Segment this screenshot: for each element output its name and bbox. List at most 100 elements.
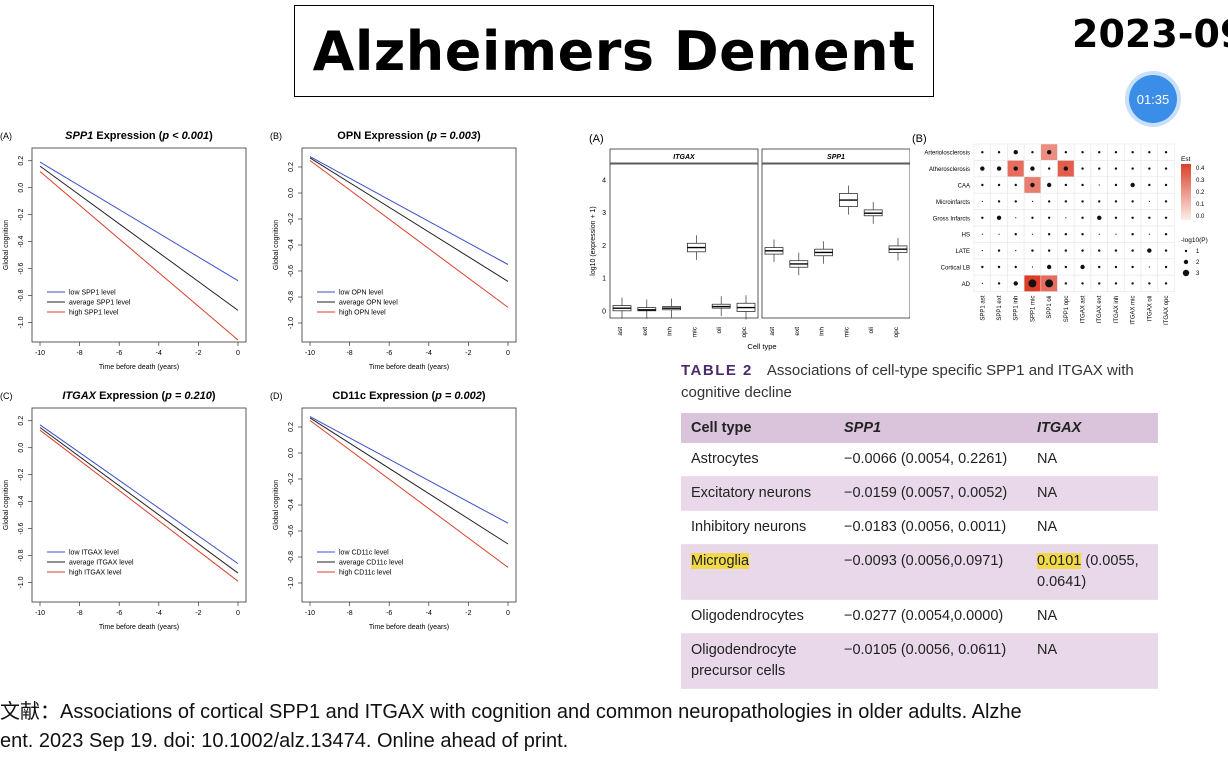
col-label: SPP1 ext <box>997 295 1003 320</box>
panel-title: CD11c Expression (p = 0.002) <box>332 390 486 402</box>
results-table: Cell type SPP1 ITGAX Astrocytes−0.0066 (… <box>681 413 1158 689</box>
dot <box>981 282 983 284</box>
y-tick-label: 0.2 <box>288 162 295 172</box>
x-axis-label: Time before death (years) <box>369 364 449 371</box>
series-line <box>309 160 509 308</box>
x-tick-label: -10 <box>305 350 315 357</box>
dot <box>981 151 984 154</box>
table-row: Excitatory neurons−0.0159 (0.0057, 0.005… <box>681 476 1158 511</box>
dot <box>980 166 985 171</box>
dot <box>1164 151 1168 154</box>
plot-frame <box>301 407 517 603</box>
dot <box>1097 215 1102 220</box>
dot <box>1114 282 1118 285</box>
dotplot-chart: (B)ArteriolosclerosisAtherosclerosisCAAM… <box>912 133 1208 325</box>
plot-frame <box>31 407 247 603</box>
x-tick-label: -6 <box>386 350 392 357</box>
legend-title: Est <box>1181 156 1191 163</box>
series-line <box>309 156 509 265</box>
dot <box>1131 167 1134 170</box>
dot <box>1164 183 1168 187</box>
dot <box>1081 282 1084 285</box>
y-tick-label: -0.8 <box>288 551 295 563</box>
dot <box>1064 265 1068 269</box>
legend-tick: 0.0 <box>1196 214 1205 220</box>
y-tick-label: 1 <box>602 276 606 283</box>
x-axis-label: Time before death (years) <box>99 624 179 631</box>
dot <box>997 151 1001 154</box>
dot <box>1098 167 1101 170</box>
line-charts: (A)SPP1 Expression (p < 0.001)-10-8-6-4-… <box>0 130 517 631</box>
legend-title: -log10(P) <box>1181 237 1208 244</box>
x-tick-label: -2 <box>465 350 471 357</box>
dot <box>997 183 1001 187</box>
panel-tag: (A) <box>0 131 12 141</box>
y-tick-label: -1.0 <box>18 316 25 328</box>
dot <box>1148 233 1150 235</box>
dot <box>1164 233 1168 236</box>
dot <box>1098 151 1101 154</box>
dot <box>981 216 984 219</box>
cell-type: Inhibitory neurons <box>681 510 834 545</box>
row-label: Arteriolosclerosis <box>924 151 970 157</box>
series-line <box>39 161 239 282</box>
y-tick-label: 0.0 <box>18 443 25 453</box>
dot <box>1098 282 1101 285</box>
dot <box>1014 183 1017 187</box>
reference-footer: 文献：Associations of cortical SPP1 and ITG… <box>0 698 1228 756</box>
dot <box>1081 200 1084 203</box>
dot <box>981 233 983 235</box>
col-label: SPP1 opc <box>1064 296 1070 323</box>
dot <box>997 200 1001 203</box>
dot <box>1031 233 1034 235</box>
y-tick-label: -0.8 <box>18 289 25 301</box>
dot <box>1014 233 1017 236</box>
dot <box>1147 248 1152 253</box>
panel-tag: (A) <box>589 133 604 145</box>
legend-tick: 0.1 <box>1196 202 1205 208</box>
row-label: Atherosclerosis <box>929 167 970 173</box>
cell-type: Oligodendrocyte precursor cells <box>681 633 834 689</box>
x-tick-label: -6 <box>116 610 122 617</box>
dot <box>996 215 1002 220</box>
facet-frame <box>609 163 759 319</box>
legend-tick: 3 <box>1196 271 1200 277</box>
panel-title: SPP1 Expression (p < 0.001) <box>65 130 213 142</box>
plot-frame <box>301 147 517 343</box>
dot <box>1114 183 1118 187</box>
table-row: Oligodendrocytes−0.0277 (0.0054,0.0000)N… <box>681 599 1158 634</box>
dot <box>1131 282 1134 285</box>
dot <box>1114 216 1118 219</box>
series-line <box>309 416 509 524</box>
dot <box>1013 281 1018 286</box>
panel-tag: (B) <box>270 131 282 141</box>
series-line <box>39 429 239 582</box>
y-tick-label: 0.0 <box>288 448 295 458</box>
y-tick-label: -0.8 <box>18 549 25 561</box>
dot <box>1015 217 1017 219</box>
row-label: Gross Infarcts <box>933 216 970 222</box>
x-tick-label: 0 <box>236 610 240 617</box>
y-tick-label: -0.4 <box>288 499 295 511</box>
dot <box>1047 216 1051 219</box>
dot <box>1115 233 1117 235</box>
dot <box>1046 150 1052 155</box>
y-tick-label: 4 <box>602 177 606 184</box>
panel-tag: (D) <box>270 391 283 401</box>
title-box: Alzheimers Dement <box>294 5 934 97</box>
dot <box>1064 151 1068 154</box>
dot <box>1081 249 1084 252</box>
x-tick-label: -10 <box>305 610 315 617</box>
timer-badge[interactable]: 01:35 <box>1129 75 1177 123</box>
dot <box>1045 279 1054 288</box>
dot <box>1098 249 1101 252</box>
cell-type: Astrocytes <box>681 443 834 477</box>
x-tick-label: inh <box>819 327 826 336</box>
dot <box>996 166 1002 171</box>
dot <box>1046 264 1052 270</box>
series-line <box>39 427 239 574</box>
dot <box>981 265 984 269</box>
dot <box>1080 264 1085 270</box>
dot <box>1031 200 1034 202</box>
spp1-value: −0.0105 (0.0056, 0.0611) <box>834 633 1027 689</box>
